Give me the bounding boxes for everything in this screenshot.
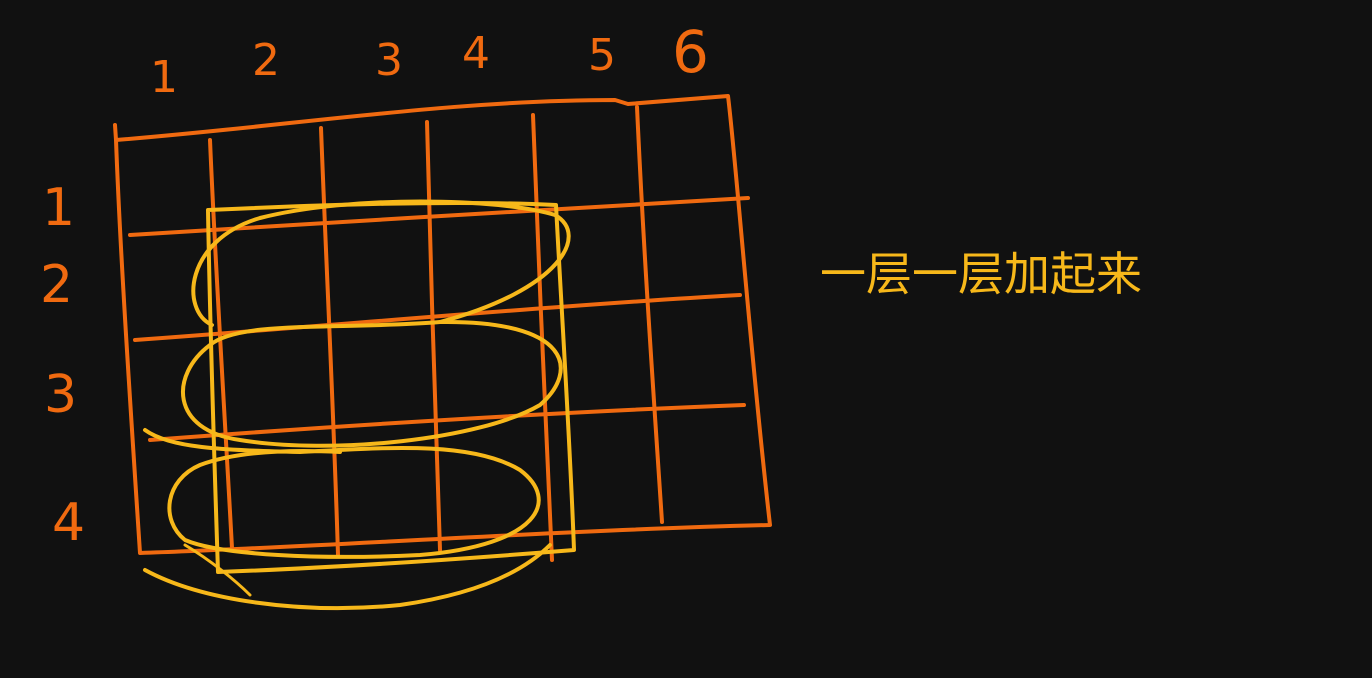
layer-loop-1: [191, 199, 571, 327]
grid-horizontal-line: [128, 196, 750, 237]
selection-rectangle: [206, 200, 576, 574]
grid-vertical-line: [425, 120, 442, 552]
layer-loop-3: [143, 428, 541, 559]
column-labels: 1 2 3 4 5 6: [150, 18, 709, 103]
column-label: 5: [588, 30, 616, 81]
layer-loop-2: [180, 319, 563, 448]
grid-horizontal-line: [133, 293, 742, 342]
row-label: 1: [42, 178, 75, 238]
layer-loop-tail: [143, 543, 552, 611]
row-labels: 1 2 3 4: [40, 178, 85, 553]
row-label: 4: [52, 493, 85, 553]
layer-loop-tail-stroke: [183, 543, 252, 597]
column-label: 2: [252, 35, 280, 86]
grid-vertical-line: [635, 105, 664, 524]
column-label: 3: [375, 35, 403, 86]
grid-vertical-line: [319, 126, 340, 557]
column-label: 6: [672, 18, 709, 86]
row-label: 3: [44, 365, 77, 425]
column-label: 1: [150, 52, 178, 103]
grid-outer-frame: [113, 94, 772, 555]
row-label: 2: [40, 255, 73, 315]
grid-horizontal-line: [148, 403, 746, 442]
annotation-text: 一层一层加起来: [820, 247, 1142, 301]
column-label: 4: [462, 28, 490, 79]
